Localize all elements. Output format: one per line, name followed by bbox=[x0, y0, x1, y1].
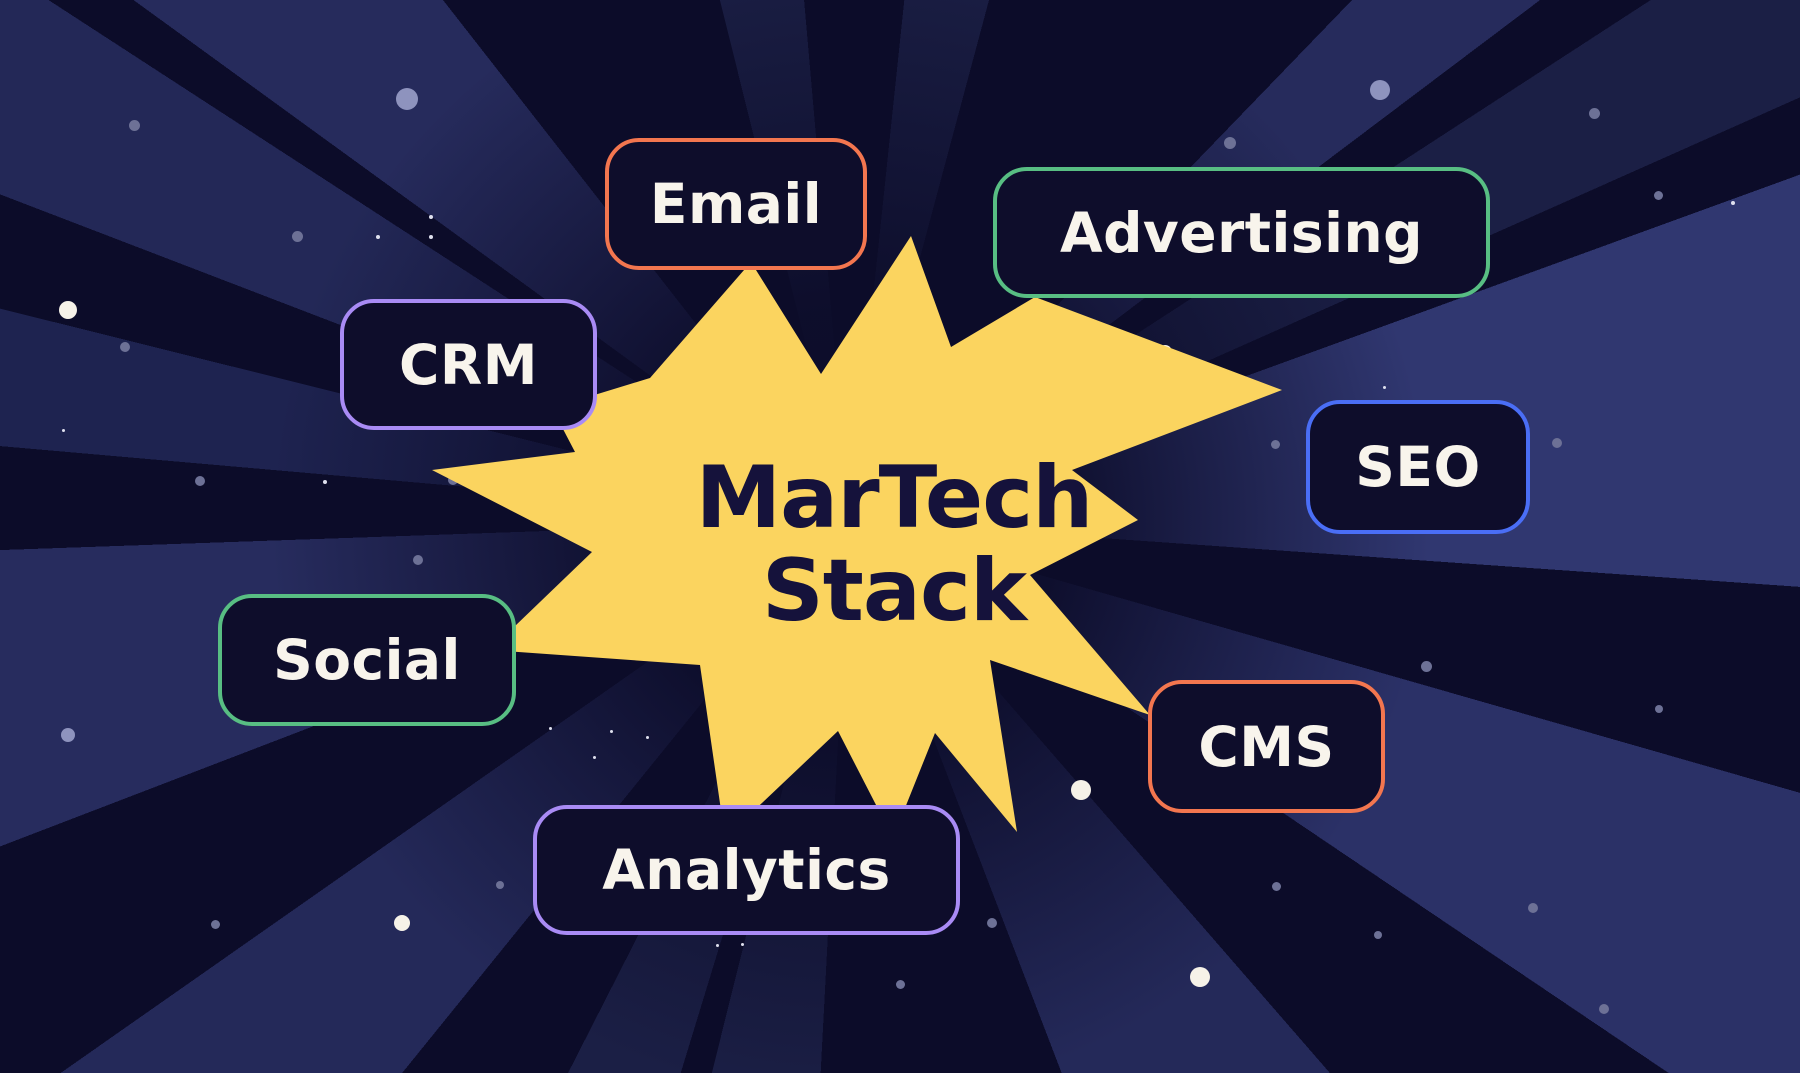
star-dot bbox=[413, 555, 423, 565]
star-dot bbox=[1271, 881, 1281, 891]
star-dot bbox=[1382, 385, 1386, 389]
star-dot bbox=[61, 728, 75, 742]
node-analytics: Analytics bbox=[533, 805, 960, 935]
star-dot bbox=[128, 119, 140, 131]
star-dot bbox=[1653, 190, 1663, 200]
node-social: Social bbox=[218, 594, 516, 726]
star-dot bbox=[120, 342, 130, 352]
node-email: Email bbox=[605, 138, 867, 270]
star-dot bbox=[1270, 439, 1280, 449]
star-dot bbox=[1420, 660, 1432, 672]
star-dot bbox=[1552, 438, 1562, 448]
star-dot bbox=[1190, 967, 1210, 987]
star-dot bbox=[1731, 201, 1735, 205]
node-cms-label: CMS bbox=[1198, 714, 1335, 779]
star-dot bbox=[396, 88, 418, 110]
star-dot bbox=[429, 215, 433, 219]
node-crm-label: CRM bbox=[399, 332, 538, 397]
star-dot bbox=[1599, 1004, 1609, 1014]
star-dot bbox=[394, 915, 410, 931]
star-dot bbox=[740, 942, 744, 946]
star-dot bbox=[1588, 107, 1600, 119]
star-dot bbox=[715, 943, 719, 947]
star-dot bbox=[592, 755, 596, 759]
star-dot bbox=[429, 235, 433, 239]
node-cms: CMS bbox=[1148, 680, 1385, 813]
node-crm: CRM bbox=[340, 299, 597, 430]
star-dot bbox=[376, 235, 380, 239]
star-dot bbox=[895, 979, 905, 989]
star-dot bbox=[59, 301, 77, 319]
star-dot bbox=[1655, 705, 1663, 713]
star-dot bbox=[987, 918, 997, 928]
center-title-line1: MarTech bbox=[695, 448, 1094, 548]
star-dot bbox=[548, 726, 552, 730]
node-seo-label: SEO bbox=[1355, 435, 1481, 499]
center-title-line2: Stack bbox=[761, 541, 1027, 641]
node-advertising: Advertising bbox=[993, 167, 1490, 298]
node-advertising-label: Advertising bbox=[1060, 200, 1423, 265]
star-dot bbox=[1224, 137, 1236, 149]
star-dot bbox=[1528, 903, 1538, 913]
star-dot bbox=[496, 881, 504, 889]
star-dot bbox=[210, 919, 220, 929]
star-dot bbox=[1370, 80, 1390, 100]
node-analytics-label: Analytics bbox=[602, 838, 891, 902]
star-dot bbox=[609, 729, 613, 733]
node-social-label: Social bbox=[273, 628, 461, 692]
star-dot bbox=[1374, 931, 1382, 939]
node-seo: SEO bbox=[1306, 400, 1530, 534]
star-dot bbox=[195, 476, 205, 486]
star-dot bbox=[323, 480, 327, 484]
star-dot bbox=[291, 230, 303, 242]
star-dot bbox=[645, 735, 649, 739]
node-email-label: Email bbox=[649, 172, 823, 236]
center-title: MarTech Stack bbox=[695, 448, 1094, 641]
star-dot bbox=[61, 428, 65, 432]
star-dot bbox=[1071, 780, 1091, 800]
